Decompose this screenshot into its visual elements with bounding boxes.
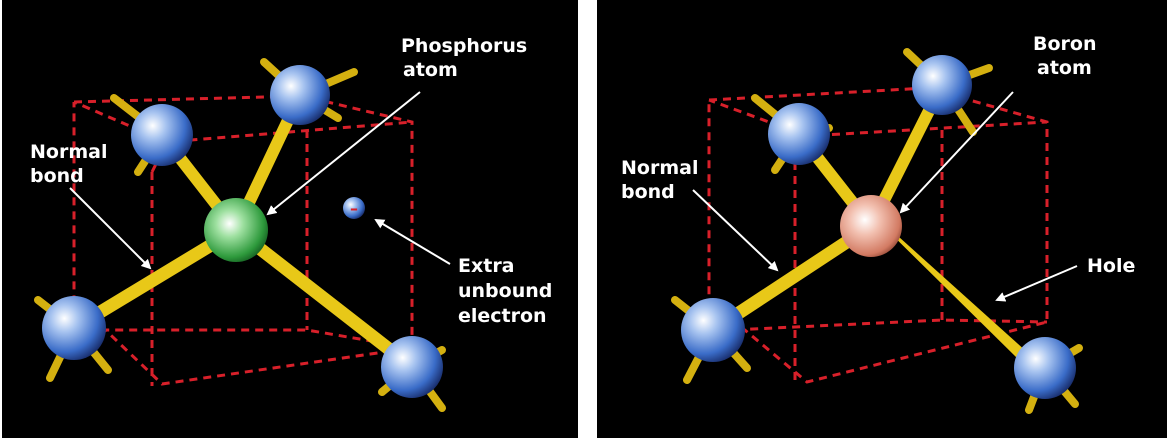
phosphorus-label-line1: Phosphorus (401, 35, 527, 57)
n-type-lattice-diagram: – Phosphorus atom Normal bond Extra unbo… (30, 35, 552, 412)
normal-bond-label-line2: bond (621, 181, 675, 203)
lattice-atom (681, 298, 745, 362)
lattice-atom (381, 336, 443, 398)
phosphorus-label-line2: atom (403, 59, 458, 81)
phosphorus-atom (204, 198, 268, 262)
electron-label-line3: electron (458, 305, 547, 327)
p-type-diagram-panel: Boron atom Normal bond Hole (597, 0, 1167, 438)
boron-label-line2: atom (1037, 57, 1092, 79)
n-type-diagram-panel: – Phosphorus atom Normal bond Extra unbo… (2, 0, 578, 438)
lattice-atom (42, 296, 106, 360)
electron-charge-symbol: – (350, 199, 358, 218)
lattice-atom (131, 104, 193, 166)
normal-bond-label-line1: Normal (30, 141, 107, 163)
normal-bonds (706, 79, 948, 337)
label-arrows (692, 91, 1078, 302)
boron-label-line1: Boron (1033, 33, 1097, 55)
hole-label: Hole (1087, 255, 1135, 277)
normal-bond-label-line1: Normal (621, 157, 698, 179)
extra-electron (343, 197, 365, 219)
lattice-atom (768, 103, 830, 165)
boron-atom (840, 195, 902, 257)
hole-bond (875, 218, 1027, 358)
lattice-atom (270, 65, 330, 125)
lattice-atom (912, 55, 972, 115)
electron-label-line1: Extra (458, 255, 515, 277)
normal-bond-label-line2: bond (30, 165, 84, 187)
p-type-lattice-diagram: Boron atom Normal bond Hole (621, 33, 1135, 414)
label-arrows (69, 91, 451, 270)
electron-label-line2: unbound (458, 280, 552, 302)
lattice-atom (1014, 337, 1076, 399)
